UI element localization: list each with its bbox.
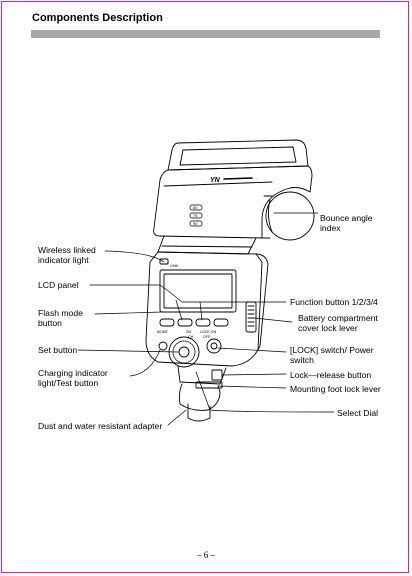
bounce-angle-marks: 60 75 90 (189, 204, 203, 227)
label-wireless-linked-indicator: Wireless linked indicator light (38, 245, 96, 265)
label-charging-indicator: Charging indicator light/Test button (38, 368, 108, 388)
label-flash-mode-button: Flash mode button (38, 308, 83, 328)
label-set-button: Set button (38, 345, 78, 355)
label-dust-water-adapter: Dust and water resistant adapter (38, 421, 163, 431)
svg-text:CH: CH (188, 335, 194, 339)
svg-text:LINK: LINK (170, 264, 179, 268)
power-switch (206, 338, 222, 354)
flash-head-front (153, 165, 313, 239)
lcd-panel (159, 269, 237, 313)
flash-neck (157, 235, 257, 255)
label-select-dial: Select Dial (337, 408, 379, 418)
function-buttons (159, 318, 229, 327)
battery-lever (245, 301, 257, 333)
lock-release-button (211, 369, 223, 381)
title-underline-bar (31, 30, 380, 38)
flash-head-seam (163, 181, 273, 187)
foot-adapter (178, 383, 221, 411)
page-number: – 6 – (197, 550, 215, 560)
label-bounce-angle-index: Bounce angle index (320, 213, 373, 233)
wireless-indicator (159, 258, 169, 265)
label-mounting-foot-lever: Mounting foot lock lever (290, 384, 381, 394)
svg-text:75: 75 (193, 213, 198, 218)
flash-head-top-inner (179, 146, 297, 166)
leader-lines (77, 212, 335, 426)
mounting-foot (177, 365, 227, 385)
svg-text:60: 60 (193, 205, 198, 210)
svg-text:90: 90 (193, 221, 198, 226)
label-lcd-panel: LCD panel (38, 280, 79, 290)
svg-text:LOCK ON: LOCK ON (200, 330, 217, 334)
flash-body (145, 251, 269, 367)
label-lock-power-switch: [LOCK] switch/ Power switch (290, 345, 374, 365)
label-lock-release-button: Lock—release button (290, 370, 372, 380)
svg-text:OFF: OFF (203, 335, 211, 339)
svg-text:MODE: MODE (157, 330, 168, 334)
label-function-button: Function button 1/2/3/4 (290, 297, 378, 307)
page-title: Components Description (32, 12, 163, 24)
set-button-shape (178, 346, 190, 358)
bounce-wheel (265, 191, 315, 241)
mounting-foot-lever (195, 381, 223, 389)
svg-text:ZM: ZM (186, 330, 191, 334)
brand-logo: YN (210, 177, 221, 184)
test-button (158, 341, 168, 351)
flash-head-top (167, 139, 309, 171)
label-battery-compartment-lever: Battery compartment cover lock lever (298, 313, 378, 333)
